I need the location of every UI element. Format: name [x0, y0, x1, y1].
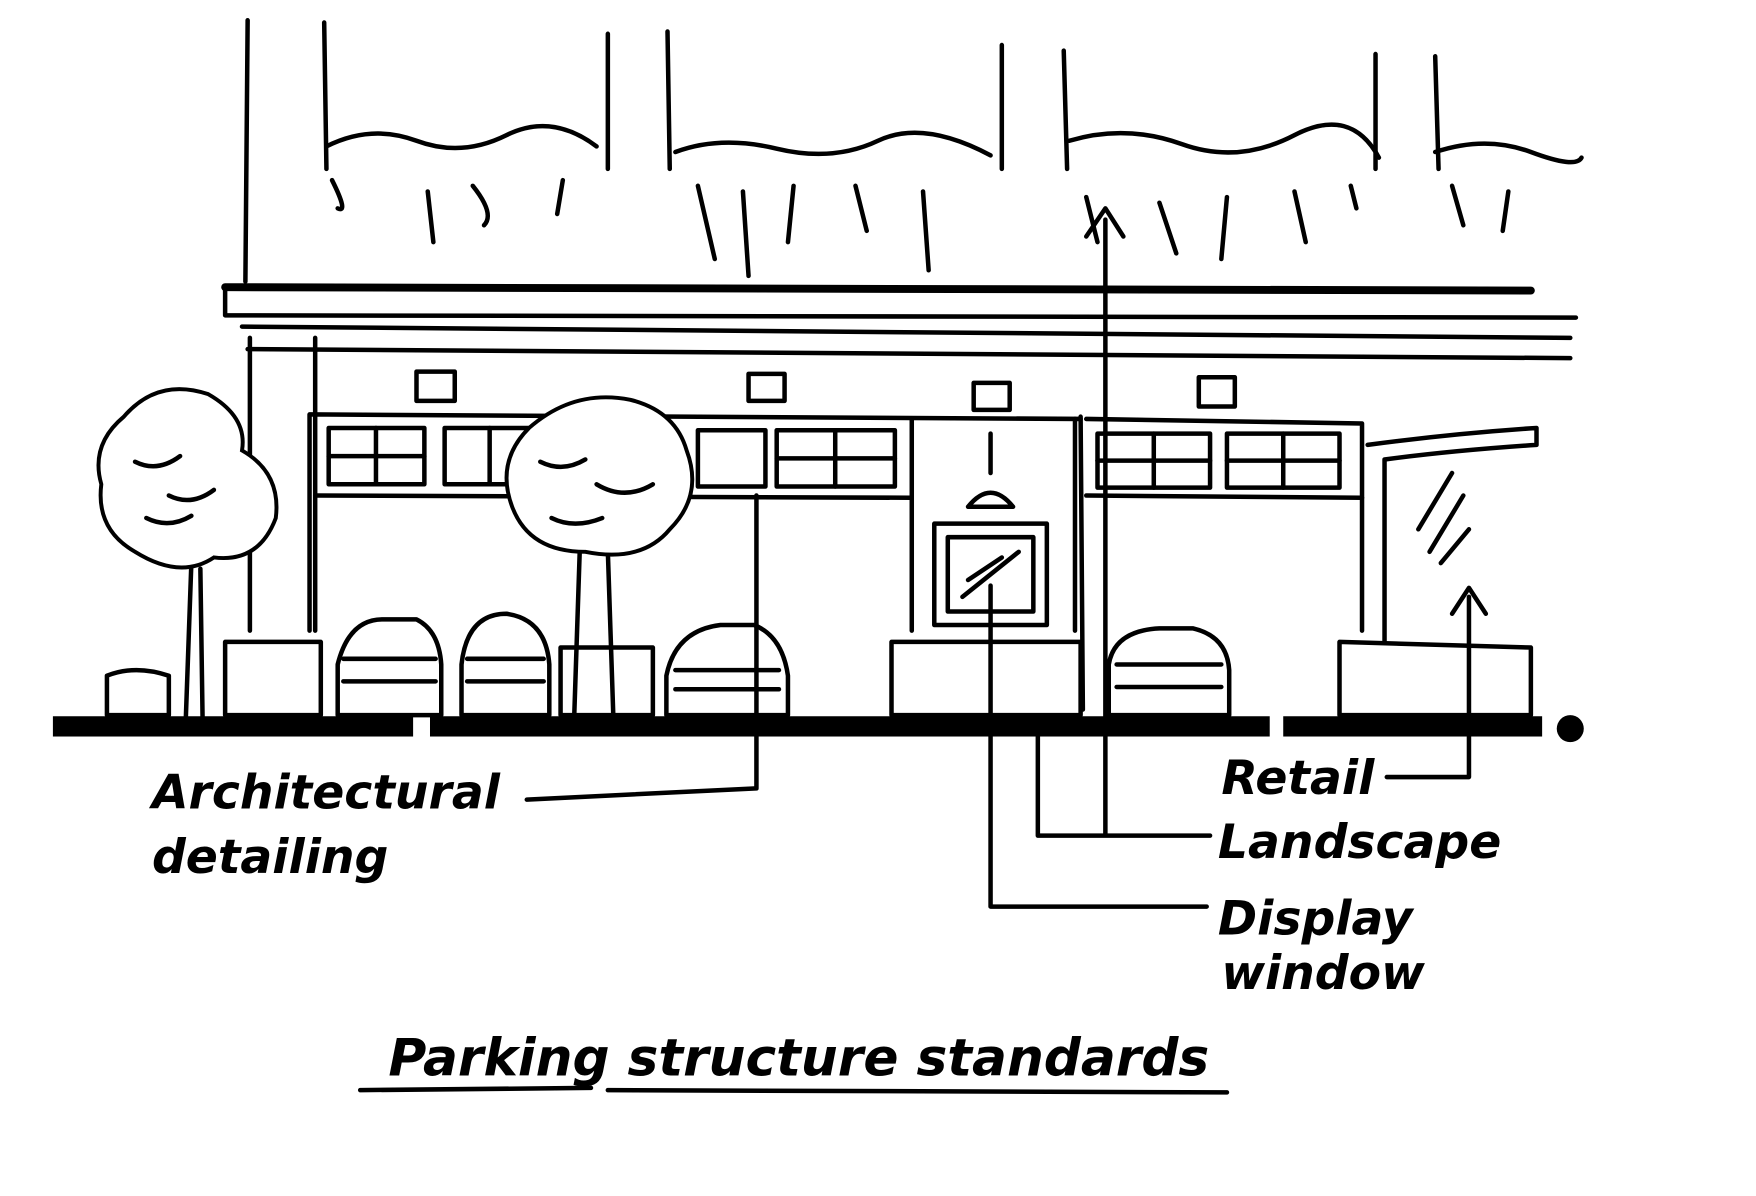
car [1106, 626, 1232, 718]
label-architectural-detailing: Architectural [148, 766, 501, 821]
planters [104, 639, 1534, 718]
upper-windows [414, 369, 1238, 413]
cornice [221, 283, 1579, 361]
pillars [243, 18, 1441, 712]
leader-landscape [1035, 217, 1213, 838]
car [459, 611, 552, 718]
openings [307, 412, 1365, 633]
ground-line [52, 715, 1584, 743]
car [664, 622, 791, 718]
leader-retail [1384, 594, 1472, 780]
planter-vines [324, 122, 1584, 279]
label-display-window-2: window [1221, 946, 1425, 1001]
diagram-title: Parking structure standards [388, 1028, 1209, 1088]
cars [335, 611, 1232, 718]
label-architectural-detailing-2: detailing [152, 830, 388, 885]
building [221, 18, 1584, 712]
title-underline [357, 1085, 1230, 1095]
tree-center [504, 395, 695, 724]
arrow-landscape [1083, 206, 1126, 239]
retail-storefront [1365, 425, 1539, 645]
label-retail: Retail [1221, 751, 1375, 806]
leader-display [988, 583, 1209, 909]
leader-lines [524, 206, 1489, 909]
leader-architectural [524, 493, 759, 802]
car [335, 617, 444, 718]
label-landscape: Landscape [1218, 815, 1501, 870]
tree-left [96, 387, 279, 724]
label-display-window: Display [1218, 892, 1415, 947]
arrow-retail [1449, 585, 1489, 617]
